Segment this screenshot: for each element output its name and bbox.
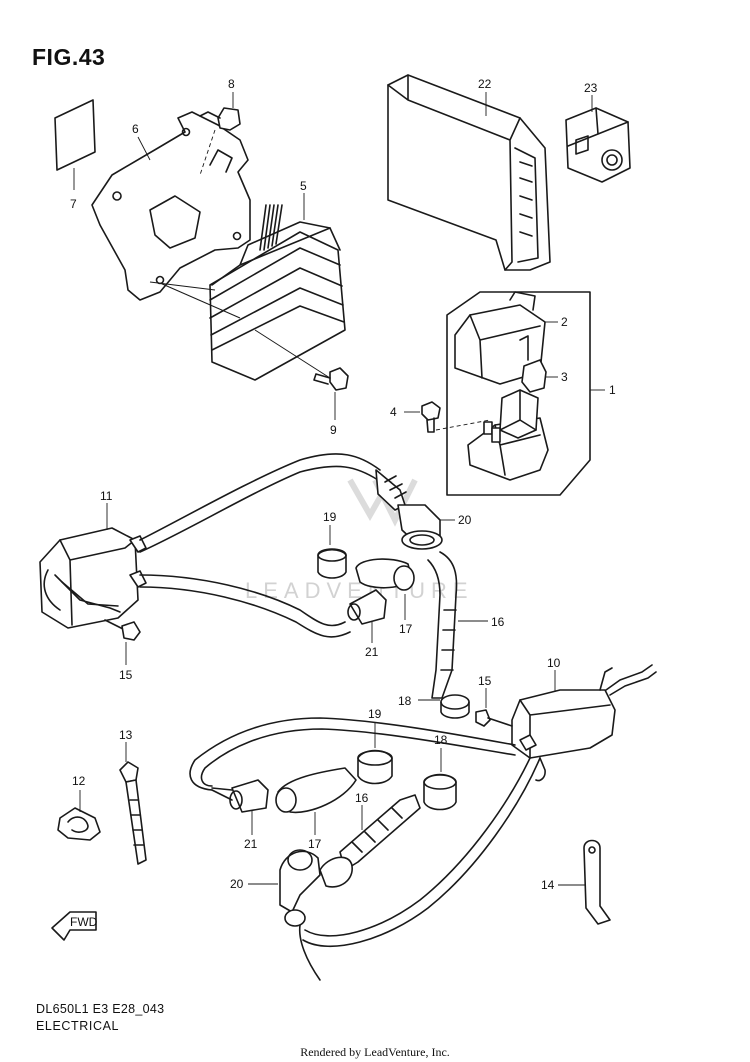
callout-3: 3: [561, 370, 568, 384]
section-name: ELECTRICAL: [36, 1019, 120, 1033]
render-credit: Rendered by LeadVenture, Inc.: [300, 1045, 450, 1059]
part-21-cap-lower: [211, 779, 269, 835]
callout-17a: 17: [399, 622, 413, 636]
part-16-plug-cap-upper: [427, 551, 488, 699]
callout-23: 23: [584, 81, 598, 95]
callout-4: 4: [390, 405, 397, 419]
part-21-cap-upper: [347, 589, 387, 643]
part-13-cable-tie: [119, 742, 147, 865]
part-11-cables: [139, 453, 381, 638]
callout-5: 5: [300, 179, 307, 193]
part-22-ecm: [387, 74, 551, 271]
callout-21b: 21: [244, 837, 258, 851]
callout-19a: 19: [323, 510, 337, 524]
part-5-regulator: [149, 193, 346, 381]
part-19-grommet-lower: [357, 722, 393, 785]
watermark-text: LEADVENTURE: [245, 578, 474, 603]
callout-6: 6: [132, 122, 139, 136]
part-7-label-sticker: [54, 99, 96, 190]
callout-16a: 16: [491, 615, 505, 629]
part-1-relay-base: [467, 389, 549, 481]
fwd-arrow-label: FWD: [70, 915, 98, 929]
part-18-seal-upper: [418, 694, 470, 719]
part-16-plug-cap-lower: [319, 794, 421, 888]
part-15-bolt-lower: [475, 688, 513, 727]
callout-20b: 20: [230, 877, 244, 891]
callout-16b: 16: [355, 791, 369, 805]
part-10-cables: [189, 717, 546, 948]
callout-9: 9: [330, 423, 337, 437]
part-11-ignition-coil: [39, 503, 147, 629]
part-9-bolt: [254, 329, 349, 420]
part-17-cap-lower: [275, 767, 357, 835]
part-3-fuse: [521, 359, 558, 393]
callout-19b: 19: [368, 707, 382, 721]
part-6-bracket: [91, 111, 251, 301]
callout-18a: 18: [398, 694, 412, 708]
callout-1: 1: [609, 383, 616, 397]
callout-15a: 15: [119, 668, 133, 682]
part-23-connector: [565, 95, 631, 183]
callout-7: 7: [70, 197, 77, 211]
part-8-bolt: [199, 92, 241, 176]
model-code: DL650L1 E3 E28_043: [36, 1002, 165, 1016]
callout-12: 12: [72, 774, 86, 788]
callout-8: 8: [228, 77, 235, 91]
part-17-cap-upper: [355, 558, 415, 620]
callout-11: 11: [100, 489, 113, 503]
part-20-plug-cap-lower: [248, 849, 321, 981]
callout-numbers: 8 6 7 5 9 22 23 2 3 1 4 11 19 20 17 16 2…: [70, 77, 616, 892]
callout-2: 2: [561, 315, 568, 329]
part-4-screw: [404, 401, 491, 433]
callout-13: 13: [119, 728, 133, 742]
callout-15b: 15: [478, 674, 492, 688]
part-18-seal-lower: [423, 748, 457, 811]
callout-14: 14: [541, 878, 555, 892]
callout-20a: 20: [458, 513, 472, 527]
callout-21a: 21: [365, 645, 379, 659]
part-12-clamp: [57, 790, 101, 841]
watermark: LEADVENTURE: [245, 478, 474, 603]
part-14-clip: [558, 839, 611, 925]
part-15-bolt-upper: [104, 619, 141, 665]
callout-18b: 18: [434, 733, 448, 747]
part-1-starter-relay-assy: [446, 291, 605, 496]
part-19-grommet-upper: [317, 525, 347, 579]
part-2-cover: [454, 291, 558, 385]
part-10-ignition-coil: [511, 664, 657, 759]
fwd-arrow-icon: FWD: [51, 911, 98, 941]
part-20-plug-cap-upper: [375, 469, 455, 550]
callout-22: 22: [478, 77, 492, 91]
callout-10: 10: [547, 656, 561, 670]
callout-17b: 17: [308, 837, 322, 851]
figure-title: FIG.43: [32, 44, 106, 70]
